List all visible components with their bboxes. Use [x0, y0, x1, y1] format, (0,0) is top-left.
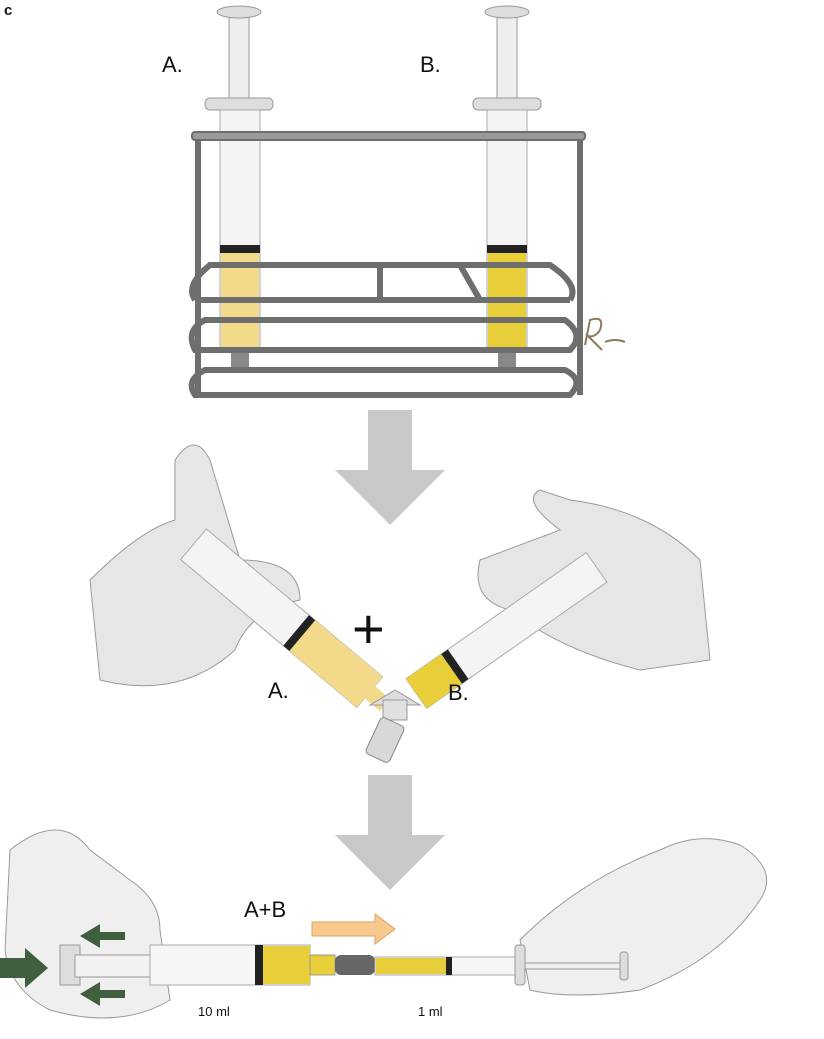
- syringe-10ml: [59, 944, 336, 986]
- panel-label: c: [4, 2, 13, 19]
- press-arrows: [0, 924, 125, 1006]
- label-b-top: B.: [420, 52, 441, 77]
- three-way-connector: [365, 689, 422, 763]
- bottom-right-hand: [519, 838, 768, 996]
- artist-signature: [584, 317, 626, 351]
- mix-label: A+B: [244, 897, 287, 922]
- flow-arrow-right: [311, 913, 396, 945]
- press-arrow-top: [80, 924, 125, 948]
- syringe-rack: [188, 5, 586, 398]
- plus-sign: +: [352, 597, 385, 660]
- syringe-1ml: [374, 944, 629, 986]
- label-a-top: A.: [162, 52, 183, 77]
- press-arrow-left: [0, 948, 48, 988]
- volume-10ml-label: 10 ml: [198, 1004, 230, 1019]
- label-b-middle: B.: [448, 680, 469, 705]
- press-arrow-bottom: [80, 982, 125, 1006]
- down-arrow-2: [335, 775, 445, 890]
- luer-connector: [335, 955, 375, 975]
- syringe-a-angled: [179, 528, 391, 712]
- label-a-middle: A.: [268, 678, 289, 703]
- syringe-b-angled: [405, 551, 608, 709]
- volume-1ml-label: 1 ml: [418, 1004, 443, 1019]
- down-arrow-1: [335, 410, 445, 525]
- syringe-a-upright: [204, 5, 274, 372]
